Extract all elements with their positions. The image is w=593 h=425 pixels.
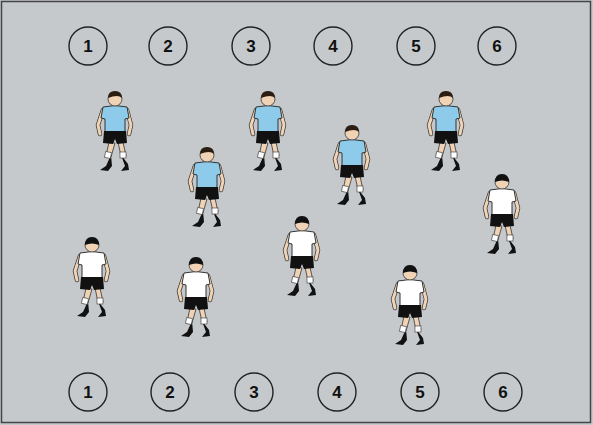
position-marker: 6 [483, 372, 523, 412]
position-number: 6 [498, 384, 507, 401]
marker-circle-outline [69, 27, 107, 65]
position-number: 4 [332, 384, 341, 401]
position-number: 1 [83, 384, 92, 401]
position-marker: 5 [400, 372, 440, 412]
white-player [485, 174, 518, 254]
white-player [75, 237, 108, 317]
white-player [179, 257, 212, 337]
position-marker: 1 [68, 26, 108, 66]
marker-circle-outline [149, 27, 187, 65]
white-player [393, 265, 426, 345]
blue-player [335, 125, 368, 205]
white-player [285, 216, 318, 296]
position-marker: 3 [234, 372, 274, 412]
position-number: 3 [249, 384, 258, 401]
blue-player [190, 147, 223, 227]
position-marker: 4 [317, 372, 357, 412]
position-marker: 5 [396, 26, 436, 66]
marker-circle-outline [478, 27, 516, 65]
position-number: 3 [246, 38, 255, 55]
marker-circle-outline [314, 27, 352, 65]
marker-circle-outline [235, 373, 273, 411]
position-number: 5 [411, 38, 420, 55]
position-marker: 6 [477, 26, 517, 66]
position-marker: 2 [148, 26, 188, 66]
position-number: 2 [165, 384, 174, 401]
position-number: 5 [415, 384, 424, 401]
position-marker: 2 [150, 372, 190, 412]
marker-circle-outline [318, 373, 356, 411]
position-number: 1 [83, 38, 92, 55]
marker-circle-outline [401, 373, 439, 411]
position-number: 6 [492, 38, 501, 55]
blue-player [98, 91, 131, 171]
marker-circle-outline [232, 27, 270, 65]
marker-circle-outline [69, 373, 107, 411]
position-number: 4 [328, 38, 337, 55]
position-marker: 4 [313, 26, 353, 66]
blue-player [251, 91, 284, 171]
marker-circle-outline [151, 373, 189, 411]
blue-player [429, 91, 462, 171]
position-number: 2 [163, 38, 172, 55]
position-marker: 3 [231, 26, 271, 66]
position-marker: 1 [68, 372, 108, 412]
marker-circle-outline [484, 373, 522, 411]
marker-circle-outline [397, 27, 435, 65]
